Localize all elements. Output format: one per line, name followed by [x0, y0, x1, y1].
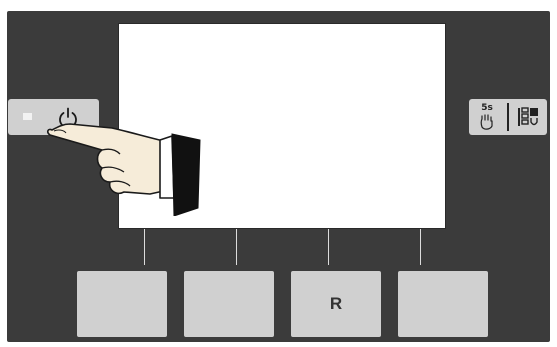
bottom-button-4[interactable] [398, 271, 488, 337]
separator [507, 103, 509, 131]
service-button[interactable]: 5s [469, 99, 547, 135]
bottom-button-2[interactable] [184, 271, 274, 337]
connector-line [144, 229, 145, 265]
connector-line [420, 229, 421, 265]
bottom-button-1[interactable] [77, 271, 167, 337]
pointing-hand-icon [40, 112, 215, 216]
connector-line [328, 229, 329, 265]
hold-time-label: 5s [478, 103, 496, 113]
reset-button[interactable]: R [291, 271, 381, 337]
connector-line [236, 229, 237, 265]
boiler-icon [516, 105, 540, 129]
hand-press-icon [477, 113, 497, 131]
indicator-led [23, 113, 32, 120]
